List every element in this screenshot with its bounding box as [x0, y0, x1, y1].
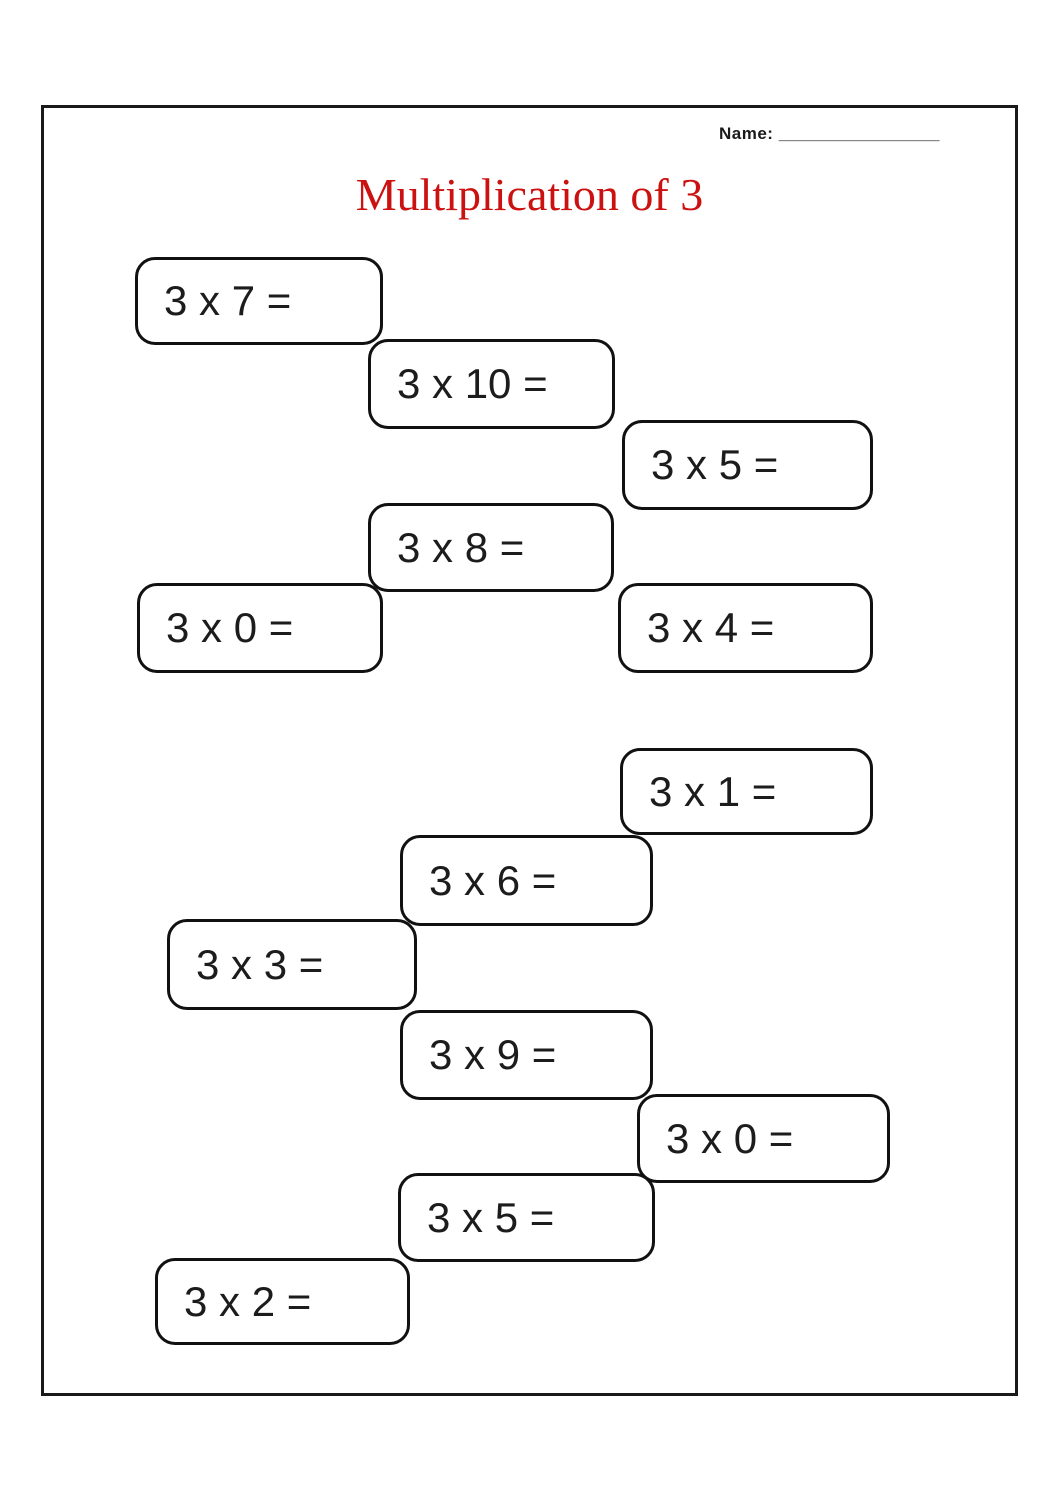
problem-label: 3 x 6 =: [429, 856, 557, 904]
worksheet-title: Multiplication of 3: [355, 169, 704, 220]
problem-box: 3 x 9 =: [400, 1010, 653, 1100]
problem-box: 3 x 7 =: [135, 257, 383, 345]
problem-label: 3 x 5 =: [651, 441, 779, 488]
problem-box: 3 x 5 =: [622, 420, 873, 510]
problem-box: 3 x 4 =: [618, 583, 873, 673]
problem-label: 3 x 0 =: [166, 604, 294, 651]
problem-box: 3 x 5 =: [398, 1173, 655, 1262]
problem-label: 3 x 7 =: [164, 277, 292, 324]
problem-box: 3 x 0 =: [137, 583, 383, 673]
problem-label: 3 x 5 =: [427, 1193, 555, 1241]
problem-label: 3 x 3 =: [196, 940, 324, 988]
problem-box: 3 x 10 =: [368, 339, 615, 429]
problem-label: 3 x 4 =: [647, 604, 775, 651]
problem-box: 3 x 2 =: [155, 1258, 410, 1345]
name-blank-line: _________________: [778, 124, 940, 143]
problem-label: 3 x 1 =: [649, 767, 777, 815]
problem-box: 3 x 0 =: [637, 1094, 890, 1183]
problem-box: 3 x 1 =: [620, 748, 873, 835]
problem-label: 3 x 0 =: [666, 1114, 794, 1162]
problem-box: 3 x 8 =: [368, 503, 614, 592]
problem-label: 3 x 8 =: [397, 523, 525, 571]
problem-label: 3 x 10 =: [397, 360, 548, 407]
name-row: Name: _________________: [719, 124, 939, 144]
problem-label: 3 x 9 =: [429, 1031, 557, 1078]
problem-box: 3 x 6 =: [400, 835, 653, 926]
problem-box: 3 x 3 =: [167, 919, 417, 1010]
name-label: Name:: [719, 124, 774, 143]
problem-label: 3 x 2 =: [184, 1277, 312, 1325]
